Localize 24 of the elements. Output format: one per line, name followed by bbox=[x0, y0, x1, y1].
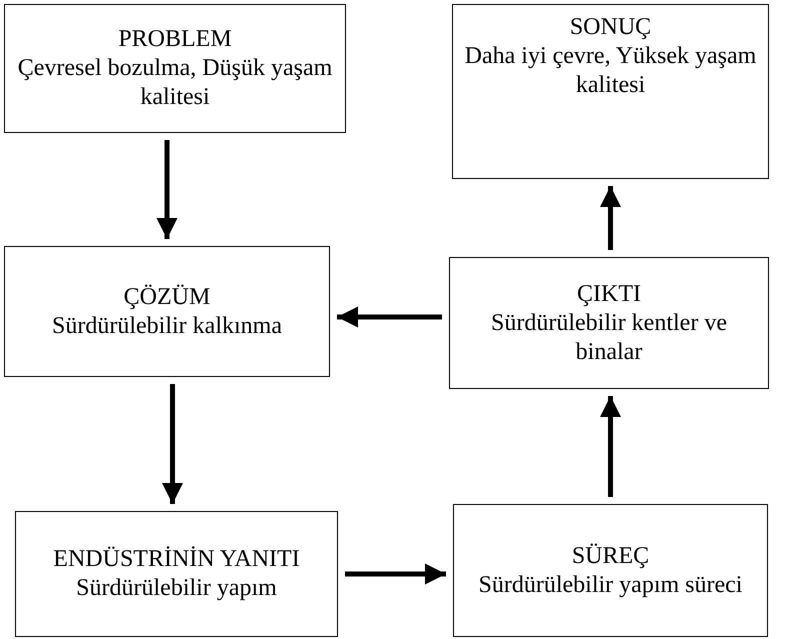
arrow bbox=[162, 384, 183, 504]
box-text: Çevresel bozulma, Düşük yaşam kalitesi bbox=[16, 54, 334, 112]
arrow bbox=[156, 140, 178, 239]
arrow bbox=[600, 186, 621, 250]
process-box bbox=[453, 504, 768, 637]
box-text: Sürdürülebilir yapım süreci bbox=[478, 570, 742, 600]
arrow bbox=[600, 396, 621, 497]
box-heading: SONUÇ bbox=[570, 13, 652, 42]
arrow bbox=[345, 564, 446, 584]
box-heading: ÇÖZÜM bbox=[124, 282, 210, 312]
box-heading: PROBLEM bbox=[118, 25, 232, 54]
process-box bbox=[452, 4, 769, 179]
box-heading: SÜREÇ bbox=[572, 542, 650, 570]
process-box bbox=[4, 246, 330, 377]
box-text: Sürdürülebilir kentler ve binalar bbox=[490, 308, 728, 366]
box-text: Sürdürülebilir kalkınma bbox=[52, 312, 282, 340]
process-box bbox=[4, 4, 346, 133]
box-heading: ÇIKTI bbox=[577, 280, 641, 308]
box-text: Sürdürülebilir yapım bbox=[76, 574, 277, 603]
box-heading: ENDÜSTRİNİN YANITI bbox=[53, 545, 300, 574]
process-box bbox=[15, 511, 338, 637]
box-text: Daha iyi çevre, Yüksek yaşam kalitesi bbox=[464, 42, 758, 100]
arrow bbox=[337, 306, 442, 328]
process-box bbox=[449, 257, 769, 389]
